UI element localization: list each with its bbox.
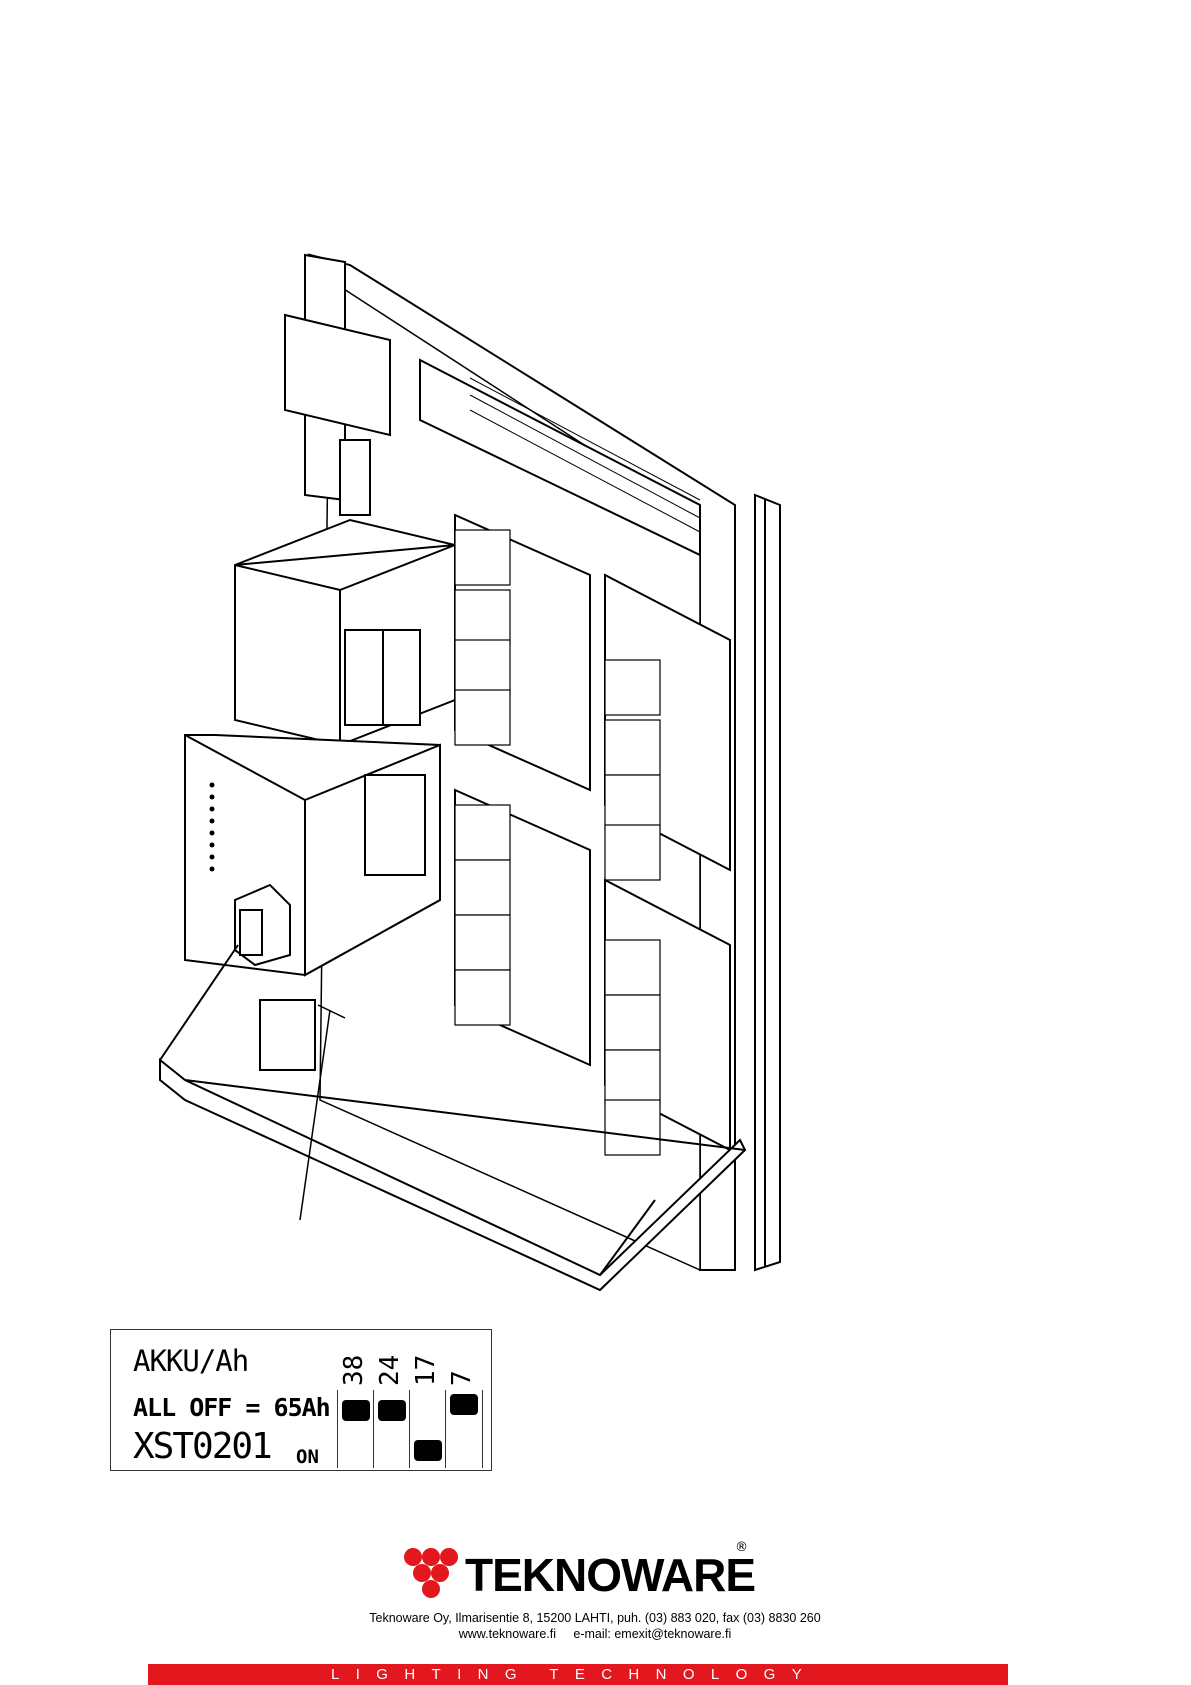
dip-model: XST0201 xyxy=(133,1426,271,1467)
brand-name: TEKNOWARE xyxy=(465,1548,755,1602)
band-letter: C xyxy=(601,1666,612,1683)
band-letter: I xyxy=(457,1666,461,1683)
dip-knob xyxy=(414,1440,442,1461)
dip-default-text: ALL OFF = 65Ah xyxy=(133,1393,330,1422)
dip-knob xyxy=(378,1400,406,1421)
registered-mark: ® xyxy=(735,1540,748,1555)
band-letter: H xyxy=(404,1666,415,1683)
capacity-label-38: 38 xyxy=(339,1355,369,1386)
band-letter: O xyxy=(736,1666,748,1683)
dip-switch-38 xyxy=(337,1390,374,1468)
dip-knob xyxy=(450,1394,478,1415)
capacity-label-24: 24 xyxy=(375,1355,405,1386)
band-letter: N xyxy=(656,1666,667,1683)
dip-switch-7 xyxy=(445,1390,483,1468)
company-address: Teknoware Oy, Ilmarisentie 8, 15200 LAHT… xyxy=(360,1611,830,1625)
band-letter: L xyxy=(711,1666,719,1683)
dip-switch-24 xyxy=(373,1390,410,1468)
band-letter: L xyxy=(331,1666,339,1683)
band-letter: G xyxy=(764,1666,776,1683)
band-letter: T xyxy=(432,1666,441,1683)
band-letter: T xyxy=(549,1666,558,1683)
capacity-label-17: 17 xyxy=(411,1355,441,1386)
website[interactable]: www.teknoware.fi xyxy=(459,1627,556,1641)
email[interactable]: e-mail: emexit@teknoware.fi xyxy=(573,1627,731,1641)
band-letter: E xyxy=(575,1666,585,1683)
band-letter: O xyxy=(683,1666,695,1683)
dip-on-text: ON xyxy=(296,1446,319,1468)
company-contact: www.teknoware.fi e-mail: emexit@teknowar… xyxy=(360,1627,830,1641)
battery-capacity-dip-label: AKKU/Ah 38 24 17 7 ALL OFF = 65Ah XST020… xyxy=(110,1329,492,1471)
band-letter: G xyxy=(505,1666,517,1683)
dip-switch-17 xyxy=(409,1390,446,1468)
teknoware-logo-dots xyxy=(403,1545,463,1605)
band-letter: I xyxy=(356,1666,360,1683)
dip-knob xyxy=(342,1400,370,1421)
band-letter: N xyxy=(478,1666,489,1683)
capacity-label-7: 7 xyxy=(447,1370,477,1386)
lighting-technology-band: L I G H T I N G T E C H N O L O G Y xyxy=(148,1664,1008,1685)
band-letter: G xyxy=(376,1666,388,1683)
dip-title: AKKU/Ah xyxy=(133,1344,248,1378)
cabinet-technical-drawing xyxy=(0,0,1191,1330)
band-letter: Y xyxy=(792,1666,802,1683)
band-letter: H xyxy=(628,1666,639,1683)
